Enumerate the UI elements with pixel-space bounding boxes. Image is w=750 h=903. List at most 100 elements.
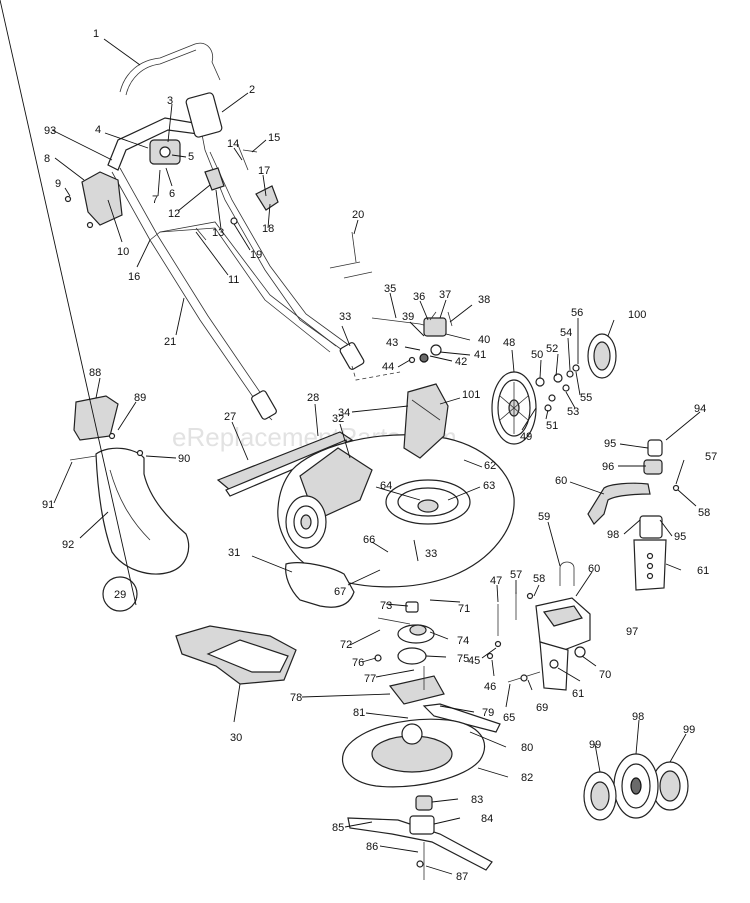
callout-94: 94 [694,403,706,415]
callout-6: 6 [169,188,175,200]
handle-hardware [64,144,373,279]
callout-11: 11 [228,274,239,286]
callout-86: 86 [366,841,378,853]
callout-18: 18 [262,223,274,235]
callout-38: 38 [478,294,490,306]
callout-85: 85 [332,822,344,834]
callout-57-b: 57 [705,451,717,463]
callout-65: 65 [503,712,515,724]
mower-blade [347,795,493,880]
callout-14: 14 [227,138,239,150]
callout-80: 80 [521,742,533,754]
control-bail-bracket [149,92,223,165]
callout-30: 30 [230,732,242,744]
callout-51: 51 [546,420,558,432]
callout-52: 52 [546,343,558,355]
callout-91: 91 [42,499,54,511]
callout-82: 82 [521,772,533,784]
callout-99-b: 99 [683,724,695,736]
callout-95-a: 95 [604,438,616,450]
callout-95-b: 95 [674,531,686,543]
callout-53: 53 [567,406,579,418]
callout-45: 45 [468,655,480,667]
callout-labels: 1 2 3 4 5 6 7 8 9 93 10 11 12 13 14 15 1… [42,28,717,883]
callout-31: 31 [228,547,240,559]
callout-99-a: 99 [589,739,601,751]
callout-84: 84 [481,813,493,825]
callout-29-circle [102,576,138,612]
callout-60-a: 60 [555,475,567,487]
callout-98-b: 98 [632,711,644,723]
callout-36: 36 [413,291,425,303]
callout-13: 13 [212,227,224,239]
callout-27: 27 [224,411,236,423]
callout-7: 7 [152,194,158,206]
callout-88: 88 [89,367,101,379]
leader-lines [0,0,701,875]
callout-33-upper: 33 [339,311,351,323]
callout-49: 49 [520,431,532,443]
callout-70: 70 [599,669,611,681]
callout-62: 62 [484,460,496,472]
lower-handle-ends [251,342,401,420]
callout-72: 72 [340,639,352,651]
callout-47: 47 [490,575,502,587]
callout-77: 77 [364,673,376,685]
callout-44: 44 [382,361,394,373]
blade-housing [341,718,486,788]
callout-42: 42 [455,356,467,368]
callout-9: 9 [55,178,61,190]
callout-71: 71 [458,603,470,615]
drive-transmission [374,601,501,733]
callout-58-b: 58 [698,507,710,519]
callout-16: 16 [128,271,140,283]
callout-83: 83 [471,794,483,806]
callout-101: 101 [462,389,480,401]
callout-93: 93 [44,125,56,137]
callout-33-lower: 33 [425,548,437,560]
callout-66: 66 [363,534,375,546]
callout-5: 5 [188,151,194,163]
callout-69: 69 [536,702,548,714]
callout-2: 2 [249,84,255,96]
callout-73: 73 [380,600,392,612]
callout-61-b: 61 [697,565,709,577]
callout-15: 15 [268,132,280,144]
callout-78: 78 [290,692,302,704]
callout-96: 96 [602,461,614,473]
callout-34: 34 [338,407,350,419]
callout-39: 39 [402,311,414,323]
callout-63: 63 [483,480,495,492]
callout-3: 3 [167,95,173,107]
callout-29: 29 [114,589,126,601]
hubcap-100 [587,333,617,379]
callout-74: 74 [457,635,469,647]
drive-linkage [371,311,453,364]
callout-97: 97 [626,626,638,638]
callout-76: 76 [352,657,364,669]
handle-frame [107,117,351,421]
front-wheel-assembly [583,753,689,821]
deck-rear-flap [285,562,355,608]
callout-35: 35 [384,283,396,295]
callout-61-a: 61 [572,688,584,700]
callout-57-a: 57 [510,569,522,581]
callout-8: 8 [44,153,50,165]
callout-12: 12 [168,208,180,220]
callout-41: 41 [474,349,486,361]
callout-19: 19 [250,249,262,261]
callout-43: 43 [386,337,398,349]
callout-79: 79 [482,707,494,719]
deck-rear-wheel [285,495,327,549]
callout-98-a: 98 [607,529,619,541]
callout-75: 75 [457,653,469,665]
callout-64: 64 [380,480,392,492]
callout-28: 28 [307,392,319,404]
callout-17: 17 [258,165,270,177]
callout-50: 50 [531,349,543,361]
callout-32: 32 [332,413,344,425]
callout-1: 1 [93,28,99,40]
callout-54: 54 [560,327,572,339]
mower-deck [277,383,515,588]
